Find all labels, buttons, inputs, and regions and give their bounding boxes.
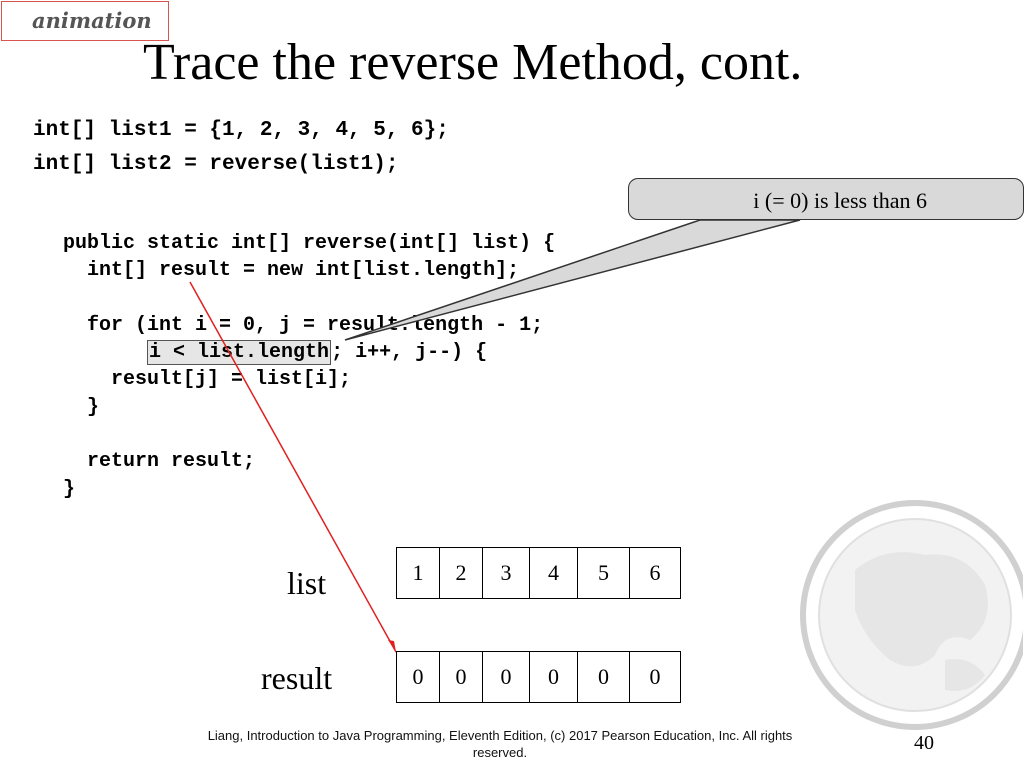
array-cell: 0 xyxy=(530,652,578,702)
array-cell: 2 xyxy=(440,548,483,598)
array-cell: 0 xyxy=(397,652,440,702)
list-array: 1 2 3 4 5 6 xyxy=(396,547,681,599)
result-array: 0 0 0 0 0 0 xyxy=(396,651,681,703)
code-line: return result; xyxy=(39,450,256,474)
arrow-head-icon xyxy=(388,640,396,652)
array-cell: 0 xyxy=(649,664,661,689)
array-cell: 0 xyxy=(483,652,530,702)
array-cell: 1 xyxy=(397,548,440,598)
code-snippet-calls: int[] list1 = {1, 2, 3, 4, 5, 6}; int[] … xyxy=(33,114,449,182)
array-cell: 0 xyxy=(578,652,630,702)
code-line-suffix: ; i++, j--) { xyxy=(331,341,488,365)
array-cell: 3 xyxy=(483,548,530,598)
code-line: result[j] = list[i]; xyxy=(39,368,352,392)
code-line: int[] list1 = {1, 2, 3, 4, 5, 6}; xyxy=(33,119,449,142)
code-line: } xyxy=(39,477,76,501)
animation-badge: animation xyxy=(1,1,169,41)
code-reverse-method: public static int[] reverse(int[] list) … xyxy=(39,230,555,503)
callout-box: i (= 0) is less than 6 xyxy=(628,178,1024,220)
array-cell: 5 xyxy=(578,548,630,598)
array-cell: 4 xyxy=(530,548,578,598)
array-cell: 0 xyxy=(440,652,483,702)
page-number: 40 xyxy=(914,732,934,754)
globe-logo-icon xyxy=(800,500,1023,730)
highlighted-condition: i < list.length xyxy=(147,340,332,366)
code-line: for (int i = 0, j = result.length - 1; xyxy=(39,313,544,337)
code-line: int[] list2 = reverse(list1); xyxy=(33,153,399,176)
callout-text: i (= 0) is less than 6 xyxy=(753,188,927,213)
array-cell: 6 xyxy=(649,560,661,585)
list-label: list xyxy=(287,565,327,601)
result-label: result xyxy=(261,660,333,696)
code-line: public static int[] reverse(int[] list) … xyxy=(39,232,556,255)
copyright-footer: Liang, Introduction to Java Programming,… xyxy=(207,728,793,760)
code-line: int[] result = new int[list.length]; xyxy=(39,259,520,283)
code-line-prefix xyxy=(39,341,147,364)
slide-title: Trace the reverse Method, cont. xyxy=(143,34,803,91)
code-line: } xyxy=(39,395,100,419)
